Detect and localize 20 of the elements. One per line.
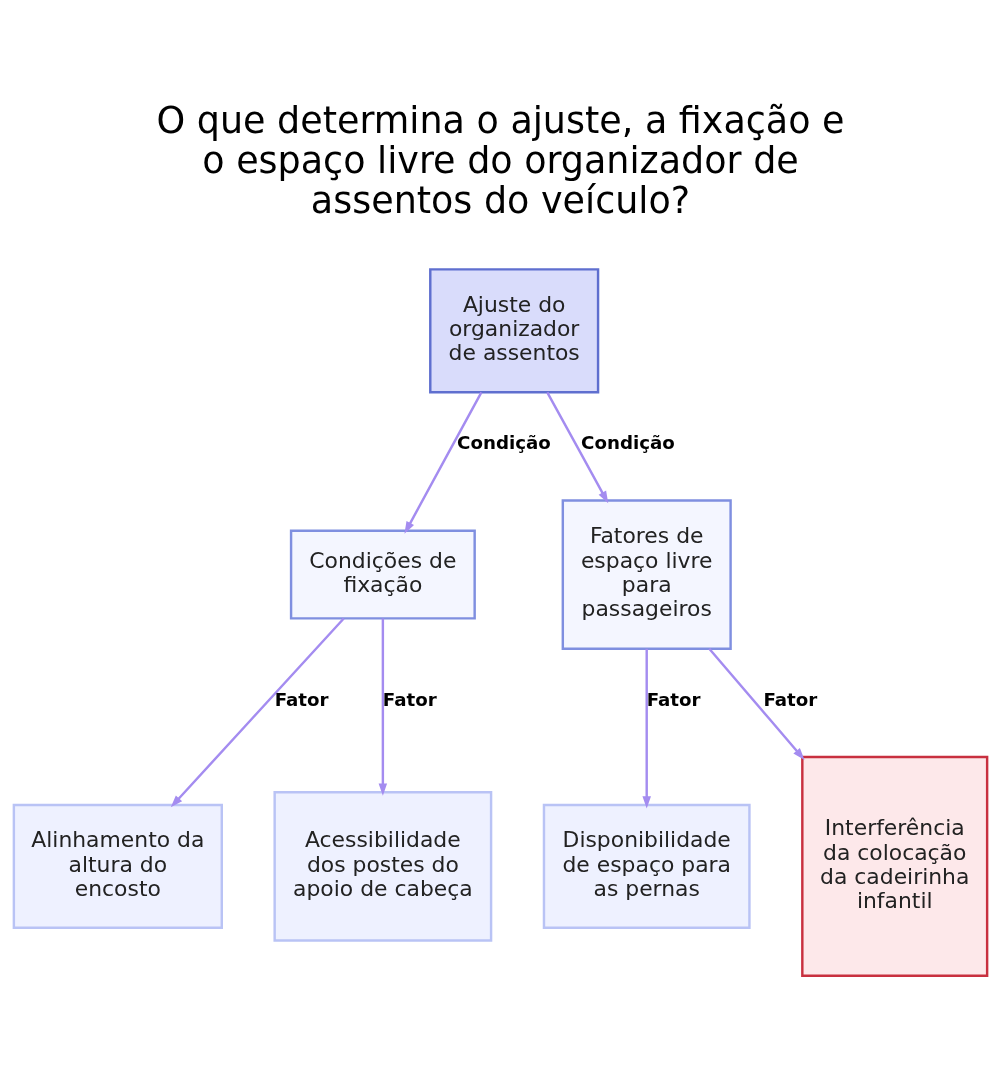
edge-label: Fator (274, 688, 329, 710)
arrow (378, 618, 387, 796)
edge-label: Condição (580, 432, 675, 454)
edge-label: Fator (382, 688, 437, 710)
node-box: Acessibilidade dos postes do apoio de cabeça (272, 791, 492, 942)
arrow (170, 617, 345, 808)
node-box: Alinhamento da altura do encosto (12, 803, 223, 929)
edge-label: Fator (646, 688, 701, 710)
node-box: Condições de fixação (289, 529, 476, 620)
arrow (641, 648, 651, 809)
arrow (403, 391, 482, 534)
node-box: Fatores de espaço livre para passageiros (561, 499, 732, 650)
node-box: Interferência da colocação da cadeirinha infantil (800, 755, 988, 978)
arrow (545, 391, 608, 504)
arrow (707, 648, 805, 760)
diagram-title: O que determina o ajuste, a fixação e o espaço livre do organizador de assentos do veículo? (156, 99, 844, 223)
node-box: Ajuste do organizador de assentos (428, 268, 599, 394)
edge-label: Condição (456, 432, 551, 454)
node-box: Disponibilidade de espaço para as pernas (542, 803, 751, 929)
edge-label: Fator (762, 688, 817, 710)
